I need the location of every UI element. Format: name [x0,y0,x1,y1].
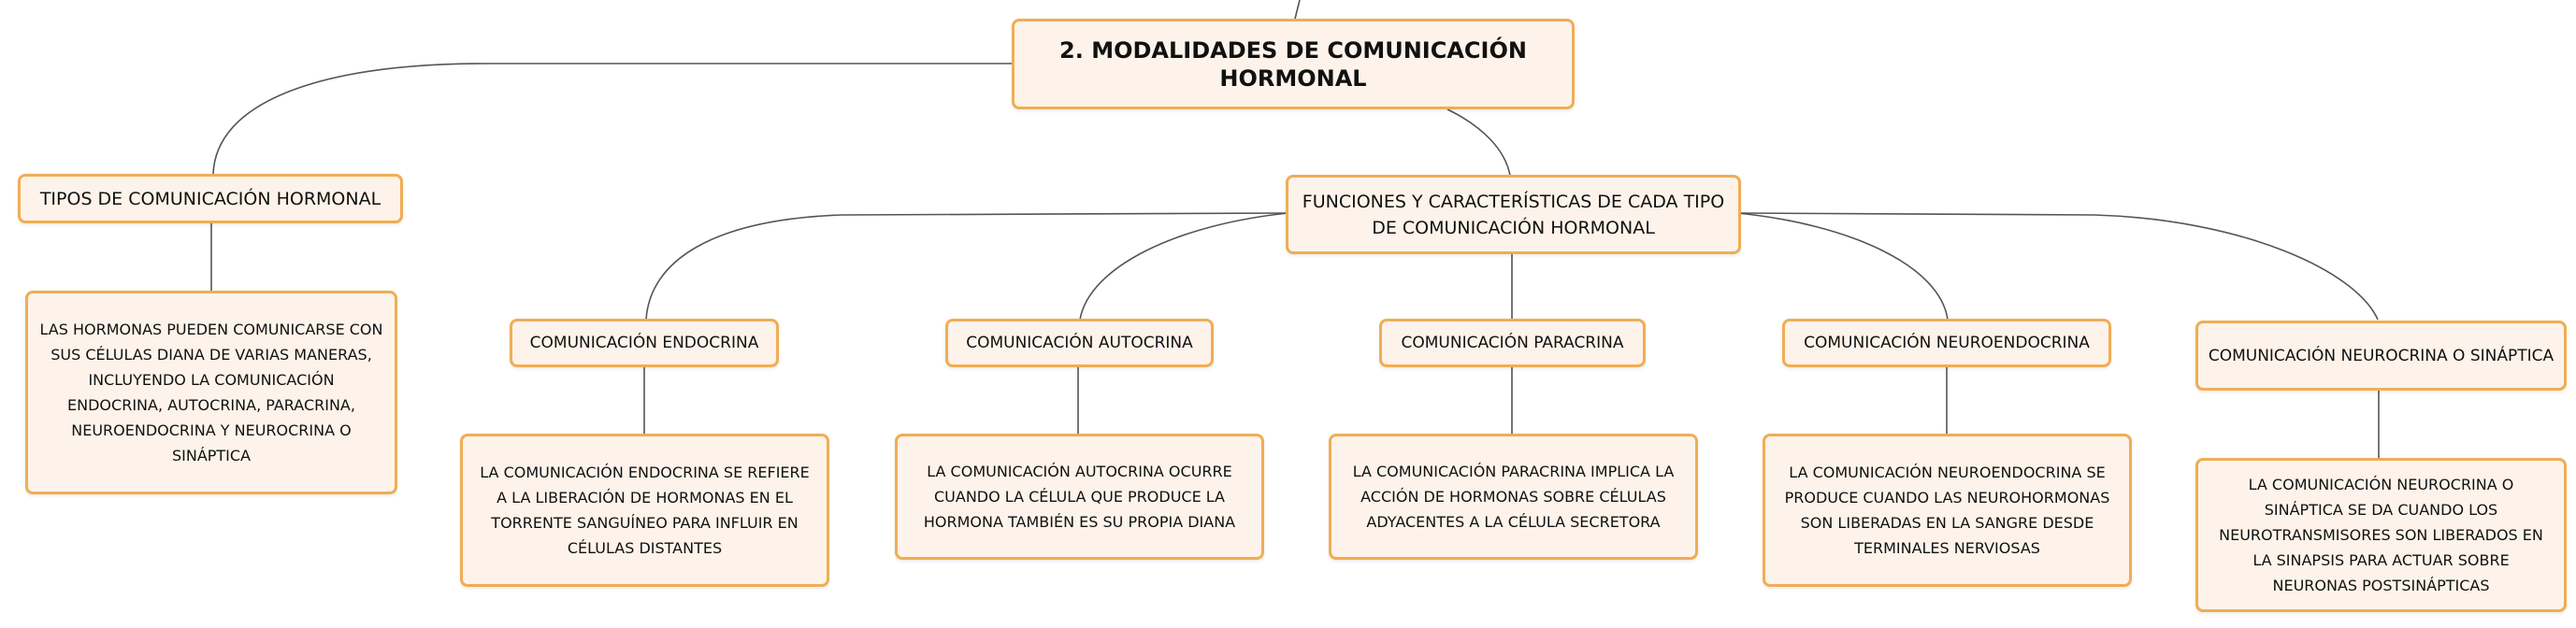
tipos-node-title: TIPOS DE COMUNICACIÓN HORMONAL [39,188,381,209]
neuroendocrina-description-node[interactable]: LA COMUNICACIÓN NEUROENDOCRINA SE PRODUC… [1763,434,2132,587]
paracrina-label: COMUNICACIÓN PARACRINA [1401,334,1624,352]
neurocrina-description-node[interactable]: LA COMUNICACIÓN NEUROCRINA O SINÁPTICA S… [2195,458,2567,612]
neuroendocrina-node[interactable]: COMUNICACIÓN NEUROENDOCRINA [1782,319,2111,367]
neurocrina-description-text: LA COMUNICACIÓN NEUROCRINA O SINÁPTICA S… [2219,476,2543,594]
paracrina-node[interactable]: COMUNICACIÓN PARACRINA [1379,319,1646,367]
paracrina-description-node[interactable]: LA COMUNICACIÓN PARACRINA IMPLICA LA ACC… [1329,434,1698,560]
root-node-title: 2. MODALIDADES DE COMUNICACIÓN HORMONAL [1059,36,1527,92]
tipos-description-node[interactable]: LAS HORMONAS PUEDEN COMUNICARSE CON SUS … [25,291,397,494]
neuroendocrina-description-text: LA COMUNICACIÓN NEUROENDOCRINA SE PRODUC… [1784,464,2110,557]
root-node[interactable]: 2. MODALIDADES DE COMUNICACIÓN HORMONAL [1012,19,1575,109]
tipos-node[interactable]: TIPOS DE COMUNICACIÓN HORMONAL [18,174,403,223]
endocrina-description-node[interactable]: LA COMUNICACIÓN ENDOCRINA SE REFIERE A L… [460,434,829,587]
neurocrina-label: COMUNICACIÓN NEUROCRINA O SINÁPTICA [2208,346,2554,365]
connector-root-to-tipos [212,63,1012,176]
connector-top-stub [1294,0,1301,20]
connector-root-to-funciones [1446,108,1511,177]
autocrina-node[interactable]: COMUNICACIÓN AUTOCRINA [945,319,1214,367]
autocrina-description-text: LA COMUNICACIÓN AUTOCRINA OCURRE CUANDO … [923,463,1236,531]
endocrina-node[interactable]: COMUNICACIÓN ENDOCRINA [510,319,779,367]
endocrina-label: COMUNICACIÓN ENDOCRINA [529,334,759,352]
tipos-description-text: LAS HORMONAS PUEDEN COMUNICARSE CON SUS … [39,321,383,464]
neuroendocrina-label: COMUNICACIÓN NEUROENDOCRINA [1804,334,2090,352]
connector-funciones-to-autocrina [1079,212,1289,321]
endocrina-description-text: LA COMUNICACIÓN ENDOCRINA SE REFIERE A L… [480,464,810,557]
connector-funciones-to-neurocrina [1736,212,2379,321]
connector-funciones-to-endocrina [645,212,1289,321]
funciones-node-title: FUNCIONES Y CARACTERÍSTICAS DE CADA TIPO… [1302,191,1725,238]
autocrina-description-node[interactable]: LA COMUNICACIÓN AUTOCRINA OCURRE CUANDO … [895,434,1264,560]
neurocrina-node[interactable]: COMUNICACIÓN NEUROCRINA O SINÁPTICA [2195,321,2567,391]
autocrina-label: COMUNICACIÓN AUTOCRINA [966,334,1193,352]
connector-funciones-to-neuroendocrina [1736,212,1949,321]
funciones-node[interactable]: FUNCIONES Y CARACTERÍSTICAS DE CADA TIPO… [1286,175,1741,254]
paracrina-description-text: LA COMUNICACIÓN PARACRINA IMPLICA LA ACC… [1352,463,1675,531]
